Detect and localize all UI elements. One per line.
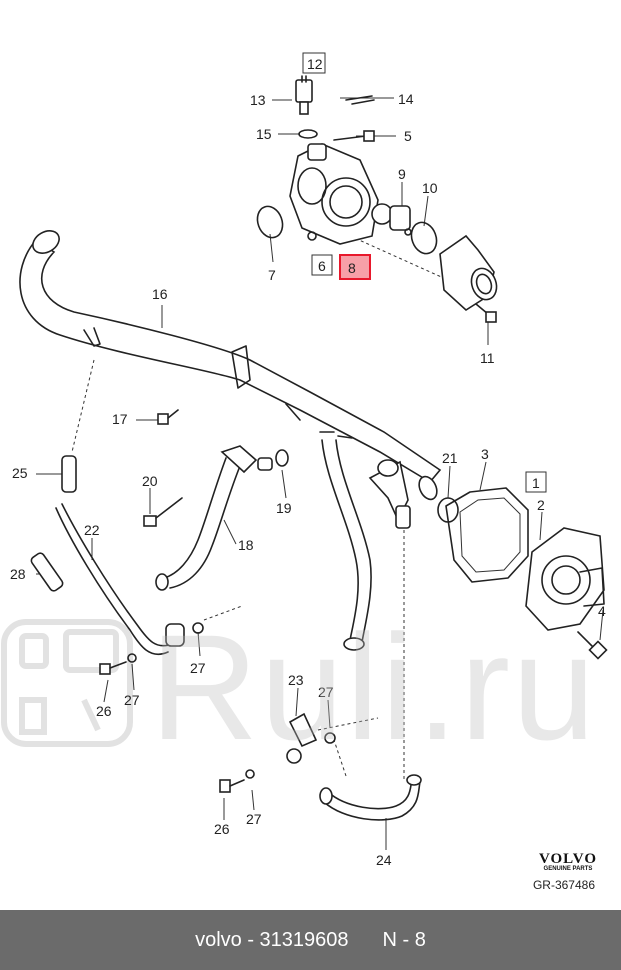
pipe-22: [55, 503, 185, 655]
bolt-26a: [99, 661, 127, 675]
callout-27a: 27: [190, 660, 206, 676]
diagram-ref-code: GR-367486: [532, 878, 595, 892]
t-connector: [368, 459, 411, 529]
callout-12: 12: [307, 56, 323, 72]
callout-24: 24: [376, 852, 392, 868]
bolt-17: [157, 409, 179, 425]
callout-9: 9: [398, 166, 406, 182]
o-ring-15: [298, 129, 318, 139]
callout-20: 20: [142, 473, 158, 489]
footer-bar: volvo - 31319608 N - 8: [0, 910, 621, 970]
sensor-13: [295, 75, 313, 115]
callout-7: 7: [268, 267, 276, 283]
callout-15: 15: [256, 126, 272, 142]
washer-27b: [192, 622, 204, 634]
bolt-26b: [219, 779, 245, 793]
label-box-1: [525, 471, 547, 493]
callout-22: 22: [84, 522, 100, 538]
label-box-8-highlight: [339, 254, 371, 280]
callout-14: 14: [398, 91, 414, 107]
sleeve-25: [61, 455, 77, 493]
washer-27a: [127, 653, 137, 663]
washer-27c: [324, 732, 336, 744]
callout-27b: 27: [124, 692, 140, 708]
callout-3: 3: [481, 446, 489, 462]
callout-25: 25: [12, 465, 28, 481]
callout-17: 17: [112, 411, 128, 427]
label-box-6: [311, 254, 333, 276]
callout-27d: 27: [246, 811, 262, 827]
callout-8: 8: [348, 260, 356, 276]
parts-diagram: 12 13 14 15 5 9 10 7 6 8 11 16 17 25 20 …: [1, 52, 608, 868]
callout-1: 1: [532, 475, 540, 491]
gasket-3: [445, 487, 529, 583]
callout-28: 28: [10, 566, 26, 582]
thermostat-9: [371, 203, 412, 236]
alignment-lines: [203, 225, 449, 780]
bolt-4: [577, 631, 608, 660]
watermark-icons: [1, 619, 133, 747]
callout-21: 21: [442, 450, 458, 466]
callout-4: 4: [598, 603, 606, 619]
brand-name: VOLVO: [538, 851, 597, 867]
bracket-23: [286, 712, 318, 764]
label-box-12: [302, 52, 326, 74]
thermostat-housing-8: [289, 143, 379, 245]
hose-28: [30, 552, 64, 592]
callout-26b: 26: [214, 821, 230, 837]
callout-11: 11: [480, 350, 495, 366]
o-ring-10: [410, 221, 438, 255]
callout-13: 13: [250, 92, 266, 108]
callout-23: 23: [288, 672, 304, 688]
callout-19: 19: [276, 500, 292, 516]
thermostat-cover: [439, 234, 498, 312]
hose-24: [319, 774, 422, 821]
leader-lines: [36, 97, 604, 850]
o-ring-7: [256, 205, 284, 239]
bolt-5: [333, 130, 375, 142]
callout-labels: 12 13 14 15 5 9 10 7 6 8 11 16 17 25 20 …: [10, 56, 606, 868]
o-ring-19: [275, 449, 289, 467]
clip-14: [345, 95, 375, 105]
footer-position: N - 8: [382, 928, 426, 951]
branch-hose: [321, 439, 372, 651]
callout-16: 16: [152, 286, 168, 302]
brand-logo: VOLVO GENUINE PARTS: [539, 851, 597, 872]
water-pump-2: [525, 527, 605, 631]
washer-27d: [245, 769, 255, 779]
coolant-pipe-16: [19, 230, 442, 501]
bolt-11: [475, 303, 497, 323]
bolt-20: [143, 497, 183, 527]
pipe-18: [155, 445, 273, 591]
callout-5: 5: [404, 128, 412, 144]
footer-part-number: volvo - 31319608: [195, 928, 349, 951]
brand-subtitle: GENUINE PARTS: [543, 866, 593, 872]
callout-6: 6: [318, 258, 326, 274]
callout-27c: 27: [318, 684, 334, 700]
callout-26a: 26: [96, 703, 112, 719]
callout-10: 10: [422, 180, 438, 196]
callout-18: 18: [238, 537, 254, 553]
callout-2: 2: [537, 497, 545, 513]
